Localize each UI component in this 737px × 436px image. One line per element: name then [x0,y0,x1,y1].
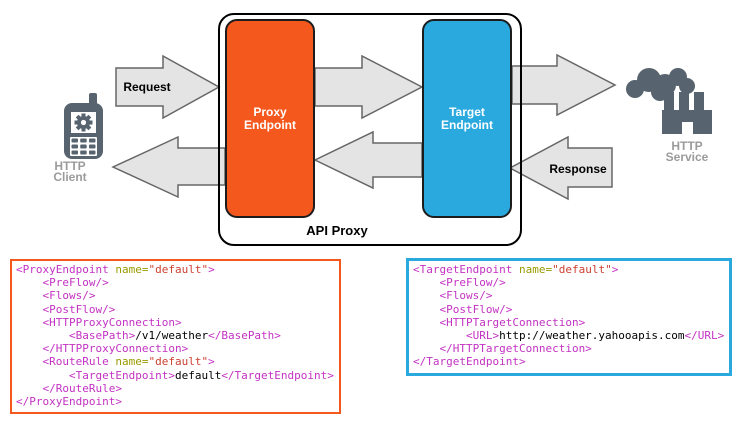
factory-door [682,122,693,134]
target-to-service-arrow [511,53,617,117]
target-endpoint-code-block: <TargetEndpoint name="default"> <PreFlow… [406,258,733,376]
smoke-cloud-icon [626,68,695,101]
response-arrow [508,135,613,201]
http-service-label: HTTP Service [665,139,709,164]
request-label: Request [123,80,171,94]
phone-keypad [70,137,97,156]
http-service-icon [626,68,712,134]
api-proxy-label: API Proxy [306,223,368,238]
http-client-label: HTTP Client [53,159,87,184]
proxy-endpoint-label: Proxy Endpoint [244,104,296,132]
api-proxy-container [218,13,522,246]
proxy-to-target-arrow [314,54,424,120]
proxy-endpoint-code-block: <ProxyEndpoint name="default"> <PreFlow/… [10,259,341,415]
target-to-proxy-arrow [313,130,423,190]
target-endpoint-box: Target Endpoint [422,19,512,218]
proxy-endpoint-box: Proxy Endpoint [225,19,315,218]
request-arrow [115,54,221,120]
proxy-to-client-arrow [111,135,226,199]
http-client-phone-icon [64,93,103,159]
target-endpoint-label: Target Endpoint [441,104,493,132]
response-label: Response [549,162,607,176]
